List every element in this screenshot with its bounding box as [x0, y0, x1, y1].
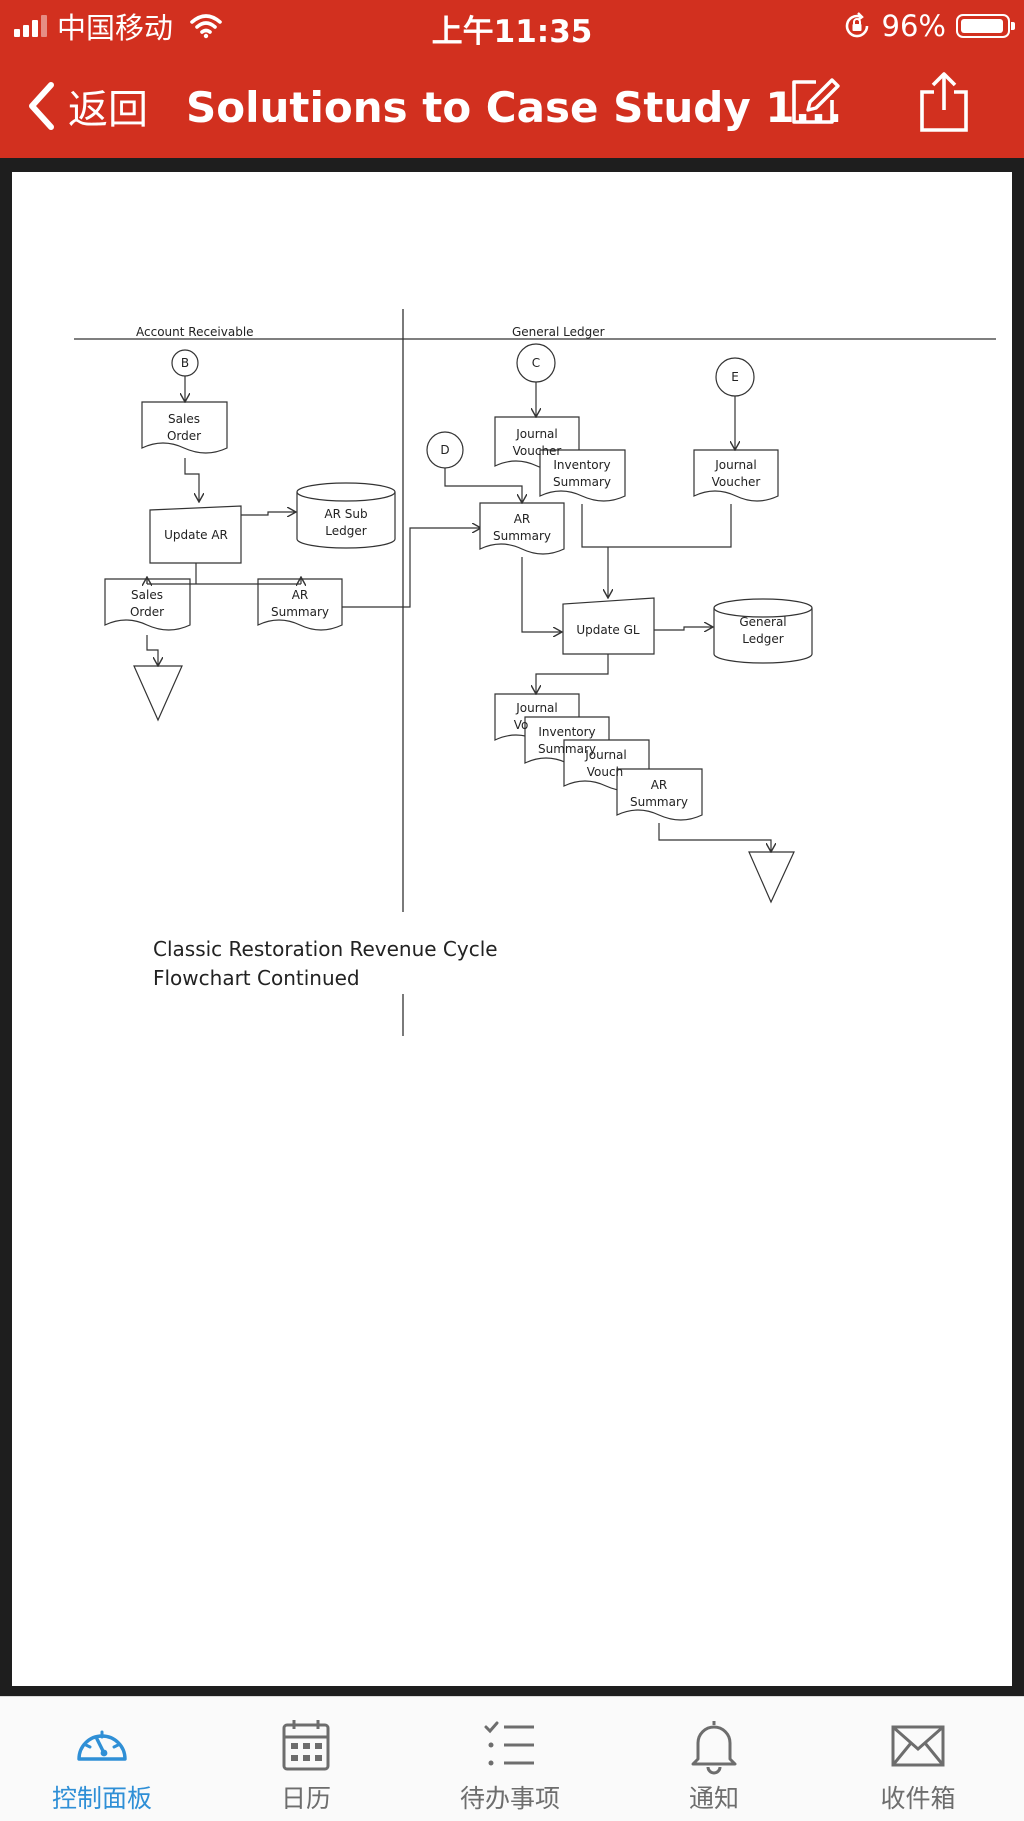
update-gl-label: Update GL	[576, 623, 640, 637]
doc-inventory-summary-top	[539, 449, 626, 502]
out-ar-summary-line2: Summary	[630, 795, 688, 809]
storage-general-ledger	[713, 598, 813, 664]
process-update-gl	[562, 597, 655, 655]
navigation-bar: 返回 Solutions to Case Study 1...	[0, 58, 1024, 154]
tab-notifications[interactable]: 通知	[612, 1697, 816, 1821]
status-right: 96%	[842, 8, 1015, 44]
out-journal-2-line2: Vouch	[587, 765, 623, 779]
caption-line2: Flowchart Continued	[153, 966, 360, 990]
journal-voucher-e-line1: Journal	[714, 458, 757, 472]
edit-icon	[792, 78, 840, 124]
ar-sub-ledger-line1: AR Sub	[324, 507, 367, 521]
ar-sub-ledger-line2: Ledger	[325, 524, 366, 538]
out-inventory-line2: Summary	[538, 742, 596, 756]
out-inventory-line1: Inventory	[538, 725, 595, 739]
sales-order-top-line1: Sales	[168, 412, 200, 426]
tab-calendar-label: 日历	[280, 1784, 331, 1813]
file-terminator-gl	[748, 851, 795, 904]
ar-summary-gl-line2: Summary	[493, 529, 551, 543]
doc-sales-order-top	[141, 401, 228, 454]
top-bar: 中国移动 上午11:35 96% 返回	[0, 0, 1024, 158]
ar-summary-left-line1: AR	[292, 588, 309, 602]
signal-icon	[14, 15, 47, 37]
tab-dashboard[interactable]: 控制面板	[0, 1697, 204, 1821]
lane-title-gl: General Ledger	[512, 325, 605, 339]
connector-e-label: E	[731, 370, 739, 384]
back-button[interactable]: 返回	[26, 76, 148, 136]
sales-order-out-line1: Sales	[131, 588, 163, 602]
status-time: 上午11:35	[431, 14, 593, 50]
out-journal-2-line1: Journal	[584, 748, 627, 762]
document-viewer[interactable]: Account Receivable General Ledger	[0, 158, 1024, 1696]
journal-voucher-e-line2: Voucher	[712, 475, 761, 489]
tab-inbox[interactable]: 收件箱	[816, 1697, 1020, 1821]
share-icon	[920, 72, 968, 132]
general-ledger-line1: General	[739, 615, 786, 629]
inventory-summary-top-line1: Inventory	[553, 458, 610, 472]
orientation-lock-icon	[845, 12, 868, 38]
dashboard-icon	[77, 1730, 127, 1761]
sales-order-out-line2: Order	[130, 605, 164, 619]
connector-c-label: C	[532, 356, 540, 370]
carrier-info: 中国移动	[14, 8, 223, 45]
back-label: 返回	[68, 87, 148, 133]
doc-ar-summary-left	[257, 578, 343, 631]
document-page: Account Receivable General Ledger	[12, 172, 1012, 1686]
inventory-summary-top-line2: Summary	[553, 475, 611, 489]
todo-list-icon	[484, 1721, 534, 1766]
journal-voucher-c-line2: Voucher	[513, 444, 562, 458]
update-ar-label: Update AR	[164, 528, 228, 542]
ar-summary-gl-line1: AR	[514, 512, 531, 526]
status-bar: 中国移动 上午11:35 96%	[0, 0, 1024, 54]
caption-line1: Classic Restoration Revenue Cycle	[153, 937, 498, 961]
tab-todo-label: 待办事项	[459, 1784, 560, 1813]
tab-bar: 控制面板 日历 待办事项 通知	[0, 1696, 1024, 1821]
lane-title-ar: Account Receivable	[136, 325, 254, 339]
process-update-ar	[149, 505, 242, 564]
general-ledger-line2: Ledger	[742, 632, 783, 646]
tab-inbox-label: 收件箱	[880, 1784, 956, 1813]
doc-out-ar-summary	[616, 768, 703, 821]
edit-button[interactable]	[786, 74, 842, 130]
chevron-left-icon	[29, 82, 54, 130]
tab-todo[interactable]: 待办事项	[408, 1697, 612, 1821]
mail-icon	[891, 1725, 945, 1767]
tab-dashboard-label: 控制面板	[51, 1784, 152, 1813]
connector-d-label: D	[440, 443, 449, 457]
out-journal-1-line1: Journal	[515, 701, 558, 715]
battery-percent: 96%	[881, 9, 946, 43]
flowchart-diagram: Account Receivable General Ledger	[74, 309, 996, 1036]
ar-summary-left-line2: Summary	[271, 605, 329, 619]
out-ar-summary-line1: AR	[651, 778, 668, 792]
doc-ar-summary-gl	[479, 502, 565, 555]
connector-b-label: B	[181, 356, 189, 370]
page-title: Solutions to Case Study 1...	[186, 83, 843, 132]
bell-icon	[691, 1721, 737, 1775]
doc-sales-order-out	[104, 578, 191, 631]
out-journal-1-line2: Vo	[514, 718, 529, 732]
calendar-icon	[282, 1720, 330, 1771]
doc-journal-voucher-e	[693, 449, 779, 502]
battery-icon	[956, 14, 1015, 38]
journal-voucher-c-line1: Journal	[515, 427, 558, 441]
share-button[interactable]	[916, 70, 972, 134]
file-terminator-ar	[133, 665, 183, 722]
tab-calendar[interactable]: 日历	[204, 1697, 408, 1821]
tab-notifications-label: 通知	[688, 1784, 739, 1813]
wifi-icon	[190, 14, 222, 39]
carrier-name: 中国移动	[57, 11, 174, 45]
sales-order-top-line2: Order	[167, 429, 201, 443]
